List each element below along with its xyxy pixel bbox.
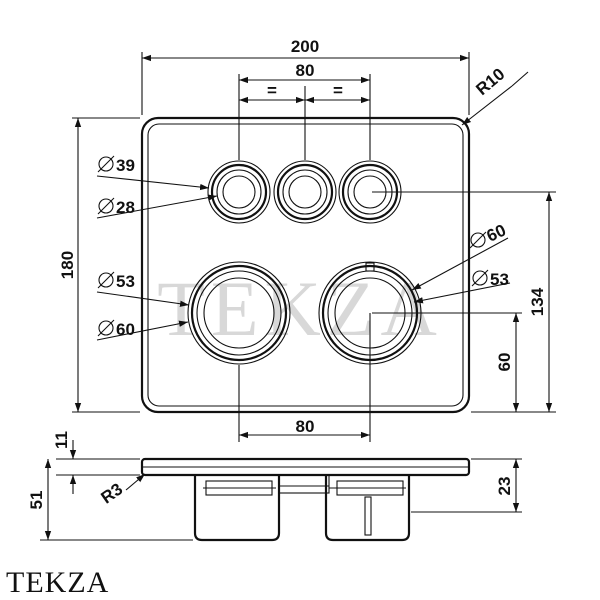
dim-knob-left-outer: 60 [97,319,135,339]
dim-edge-radius: R3 [97,479,126,507]
knob-left [187,261,291,365]
svg-text:39: 39 [116,156,135,175]
dim-knob-height: 60 [495,353,514,372]
svg-text:60: 60 [484,221,509,246]
dim-equal-right: = [333,81,343,100]
extension-lines [72,52,556,442]
svg-text:28: 28 [116,198,135,217]
dim-knob-span: 80 [296,417,315,436]
push-button-center [273,160,337,224]
dim-button-height: 134 [528,287,547,316]
side-view [140,457,471,542]
dim-corner-radius: R10 [472,64,508,99]
svg-text:60: 60 [116,320,135,339]
svg-text:53: 53 [490,270,509,289]
dim-overall-width: 200 [291,37,319,56]
dimension-lines [74,54,553,439]
dim-equal-left: = [267,81,277,100]
dim-button-outer: 39 [97,155,135,175]
brand-logo-text: TEKZA [6,566,110,599]
dim-knob-left-inner: 53 [97,271,135,291]
dim-knob-right-outer: 60 [469,221,509,249]
dim-plate-thickness: 11 [52,431,71,449]
dim-knob-right-inner: 53 [471,269,509,289]
dim-body-depth: 23 [495,477,514,496]
dim-total-depth: 51 [27,491,46,510]
side-dimension-lines [40,440,522,541]
diameter-leaders [96,175,511,341]
dim-button-inner: 28 [97,197,135,217]
dim-button-span: 80 [296,61,315,80]
svg-text:53: 53 [116,272,135,291]
push-button-left [207,160,271,224]
dim-overall-height: 180 [58,251,77,279]
